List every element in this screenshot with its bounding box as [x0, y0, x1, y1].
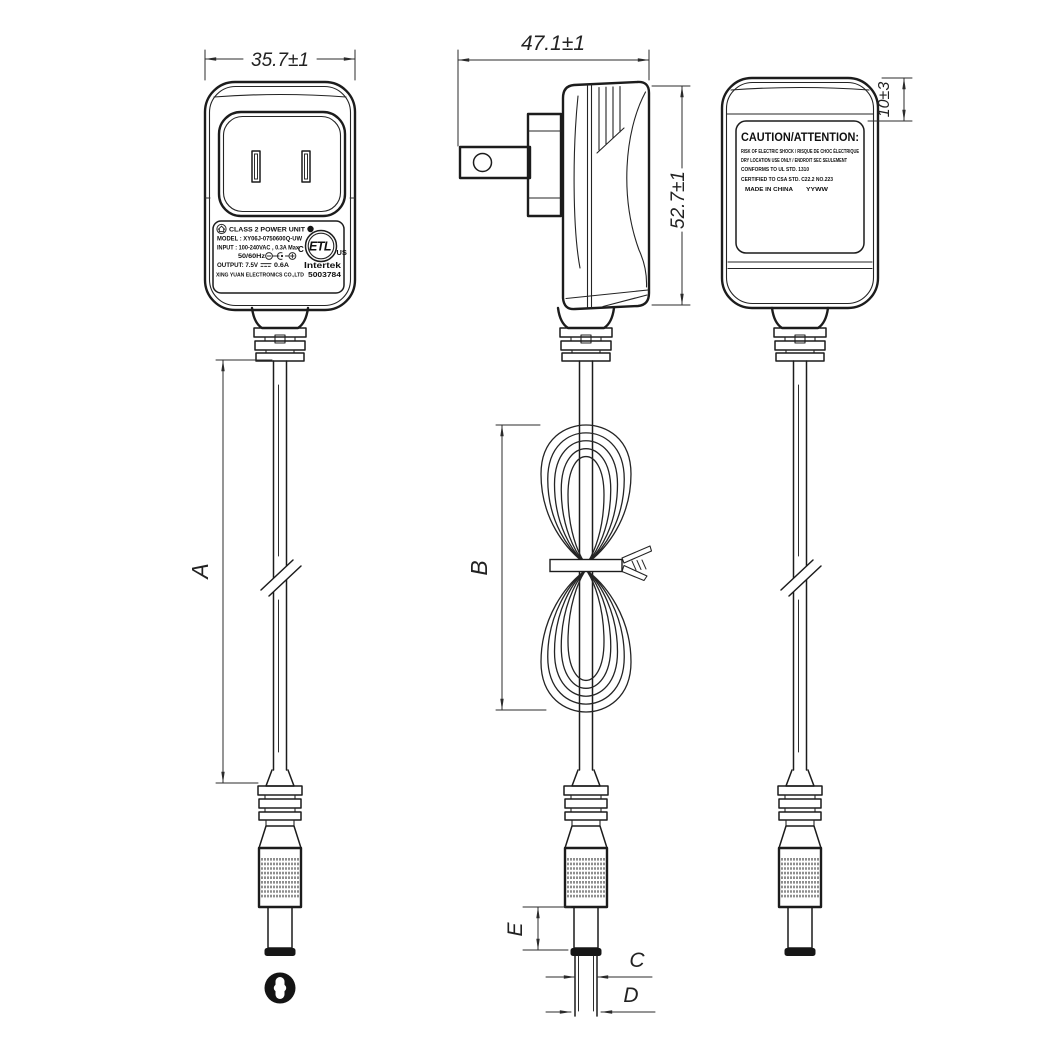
front-view: 35.7±1 CLASS 2 POWER UNIT MODEL : XY06J-…: [187, 49, 357, 1004]
side-view: 47.1±1 52.7±1: [457, 32, 691, 1017]
lps-dot-icon: [307, 225, 314, 233]
dim-cable-length: A: [187, 359, 273, 784]
dim-front-width-label: 35.7±1: [251, 50, 309, 71]
rating-line-model: MODEL : XY06J-0750600Q-UW: [217, 236, 303, 243]
dim-side-depth-label: 47.1±1: [521, 32, 585, 55]
rating-line-company: XING YUAN ELECTRONICS CO.,LTD: [216, 273, 304, 279]
caution-line-5-date: YYWW: [806, 187, 829, 193]
etl-number-text: 5003784: [308, 272, 341, 279]
prong-slots: [251, 150, 311, 183]
dim-bundle-length: B: [466, 424, 547, 711]
back-view: 10±3 CAUTION/ATTENTION: RISK OF ELECTRIC…: [720, 76, 913, 958]
rating-line-output-current: 0.6A: [274, 262, 289, 269]
plug-face-block: [526, 112, 563, 218]
plug-tip-barrel: [574, 955, 598, 1017]
dim-top-offset-label: 10±3: [876, 82, 893, 118]
cable-front: [260, 360, 302, 771]
blade-hole: [472, 152, 493, 173]
cable-back: [780, 360, 822, 771]
twist-tie: [549, 544, 653, 582]
dim-b-label: B: [466, 560, 492, 575]
dim-a-label: A: [187, 563, 213, 580]
dim-label-offset: 10±3: [867, 77, 913, 122]
dim-height-label: 52.7±1: [668, 171, 689, 229]
rating-line-class: CLASS 2 POWER UNIT: [229, 227, 305, 234]
rating-line-input: INPUT : 100-240VAC , 0.3A Max: [217, 245, 299, 252]
adapter-body-front: [203, 80, 357, 312]
caution-line-2: DRY LOCATION USE ONLY / ENDROIT SEC SEUL…: [741, 158, 847, 164]
dim-d-label: D: [623, 984, 638, 1007]
vent-slots: [596, 85, 625, 154]
dim-body-height: 52.7±1: [651, 85, 691, 306]
caution-label: CAUTION/ATTENTION: RISK OF ELECTRIC SHOC…: [735, 120, 865, 254]
dim-side-depth: 47.1±1: [457, 32, 650, 147]
dim-front-width: 35.7±1: [204, 49, 356, 81]
cable-coil: [540, 424, 653, 713]
etl-mark-icon: ETL C US: [298, 229, 347, 263]
etl-c-text: C: [298, 245, 304, 254]
caution-title: CAUTION/ATTENTION:: [741, 130, 859, 144]
etl-us-text: US: [337, 248, 347, 257]
us-plug-blade: [458, 145, 532, 180]
dim-e-label: E: [504, 922, 527, 937]
polarity-end-icon: [264, 972, 296, 1004]
rating-line-frequency: 50/60Hz: [238, 253, 265, 260]
dc-symbol-icon: [260, 263, 272, 267]
indoor-use-icon: [216, 223, 227, 235]
polarity-icon: [265, 252, 297, 260]
rating-label: CLASS 2 POWER UNIT MODEL : XY06J-0750600…: [212, 220, 347, 294]
intertek-text: Intertek: [304, 261, 342, 270]
dim-plug-length: E: [504, 906, 572, 951]
caution-line-4: CERTIFIED TO CSA STD. C22.2 NO.223: [741, 177, 833, 183]
adapter-body-back: [720, 76, 880, 310]
caution-line-5: MADE IN CHINA: [745, 187, 793, 193]
adapter-body-side: [561, 80, 651, 311]
dim-c-label: C: [629, 949, 645, 972]
plug-face-recess: [217, 110, 347, 218]
caution-line-3: CONFORMS TO UL STD. 1310: [741, 167, 809, 173]
dim-plug-diameter: C: [545, 949, 653, 979]
dim-tip-diameter: D: [545, 984, 656, 1014]
caution-line-1: RISK OF ELECTRIC SHOCK / RISQUE DE CHOC …: [741, 147, 859, 155]
etl-mark-text: ETL: [309, 240, 331, 254]
rating-line-output: OUTPUT: 7.5V: [217, 262, 259, 269]
